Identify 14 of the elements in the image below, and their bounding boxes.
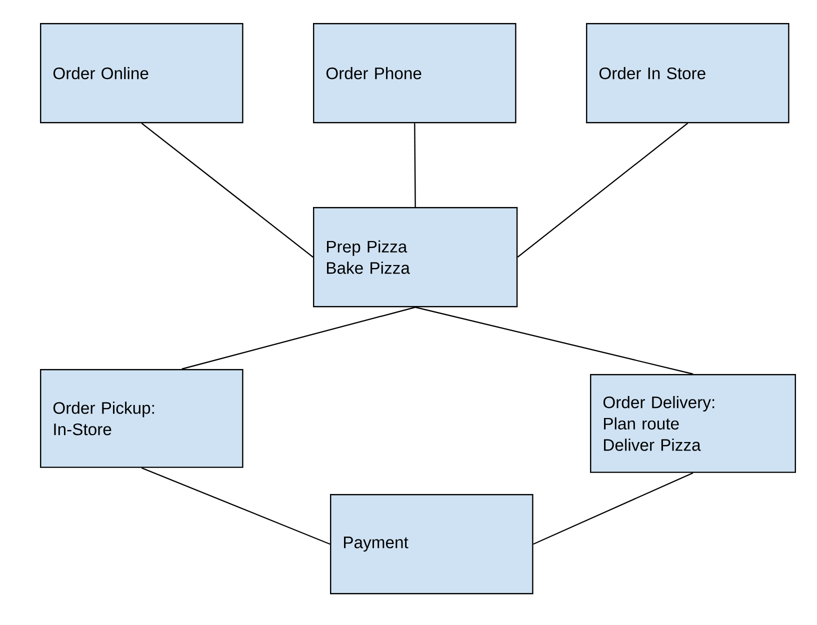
connector-line [414,123,416,207]
process-box: Order Pickup: In-Store [40,369,244,468]
connector-line [415,306,694,375]
process-box: Payment [330,494,534,594]
process-box: Order Online [40,23,244,124]
connector-line [141,467,330,545]
connector-line [182,306,416,370]
connector-line [141,122,314,258]
connector-line [517,122,688,258]
connector-line [533,472,694,545]
process-box: Order Phone [313,23,516,124]
process-box: Prep Pizza Bake Pizza [313,207,518,308]
process-box: Order Delivery: Plan route Deliver Pizza [590,374,796,473]
process-box: Order In Store [586,23,790,124]
